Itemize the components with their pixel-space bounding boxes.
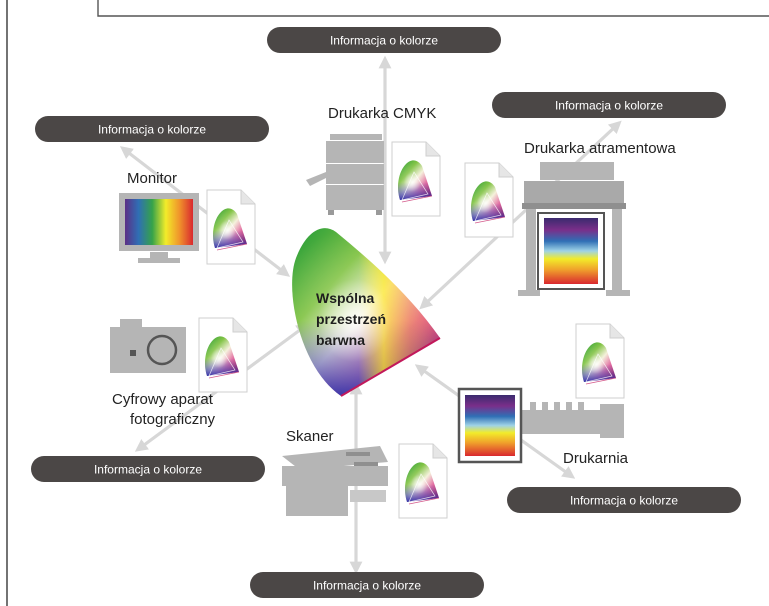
monitor-icon: [119, 193, 199, 263]
info-pill-text: Informacja o kolorze: [94, 463, 202, 477]
inkjet-printer-label: Drukarka atramentowa: [524, 140, 676, 157]
info-pill-press: Informacja o kolorze: [507, 487, 741, 513]
info-pill-text: Informacja o kolorze: [570, 494, 678, 508]
info-pill-text: Informacja o kolorze: [313, 579, 421, 593]
info-pill-text: Informacja o kolorze: [555, 99, 663, 113]
center-label-line-2: przestrzeń: [316, 311, 386, 327]
info-pill-bottom: Informacja o kolorze: [250, 572, 484, 598]
central-color-space: [292, 228, 441, 397]
info-pill-monitor: Informacja o kolorze: [35, 116, 269, 142]
press-label: Drukarnia: [563, 450, 629, 467]
arrow-monitor: [119, 146, 291, 277]
info-pill-top: Informacja o kolorze: [267, 27, 501, 53]
inkjet-printer-icon: [518, 162, 630, 296]
press-profile-doc-icon: [575, 323, 625, 399]
cmyk-profile-doc-icon: [391, 141, 441, 217]
monitor-profile-doc-icon: [206, 189, 256, 265]
camera-icon: [110, 319, 186, 373]
inkjet-profile-doc-icon: [464, 162, 514, 238]
info-pill-text: Informacja o kolorze: [330, 34, 438, 48]
camera-profile-doc-icon: [198, 317, 248, 393]
info-pill-camera: Informacja o kolorze: [31, 456, 265, 482]
scanner-icon: [282, 446, 388, 516]
info-pill-text: Informacja o kolorze: [98, 123, 206, 137]
cmyk-printer-label: Drukarka CMYK: [328, 105, 436, 122]
camera-label-line-1: Cyfrowy aparat: [112, 391, 214, 408]
arrow-inkjet: [419, 120, 622, 310]
monitor-label: Monitor: [127, 170, 177, 187]
center-label-line-1: Wspólna: [316, 290, 375, 306]
press-icon: [457, 387, 624, 464]
scanner-profile-doc-icon: [398, 443, 448, 519]
camera-label-line-2: fotograficzny: [130, 411, 216, 428]
center-label-line-3: barwna: [316, 332, 365, 348]
info-pill-inkjet: Informacja o kolorze: [492, 92, 726, 118]
scanner-label: Skaner: [286, 428, 334, 445]
cmyk-printer-icon: [306, 134, 384, 215]
